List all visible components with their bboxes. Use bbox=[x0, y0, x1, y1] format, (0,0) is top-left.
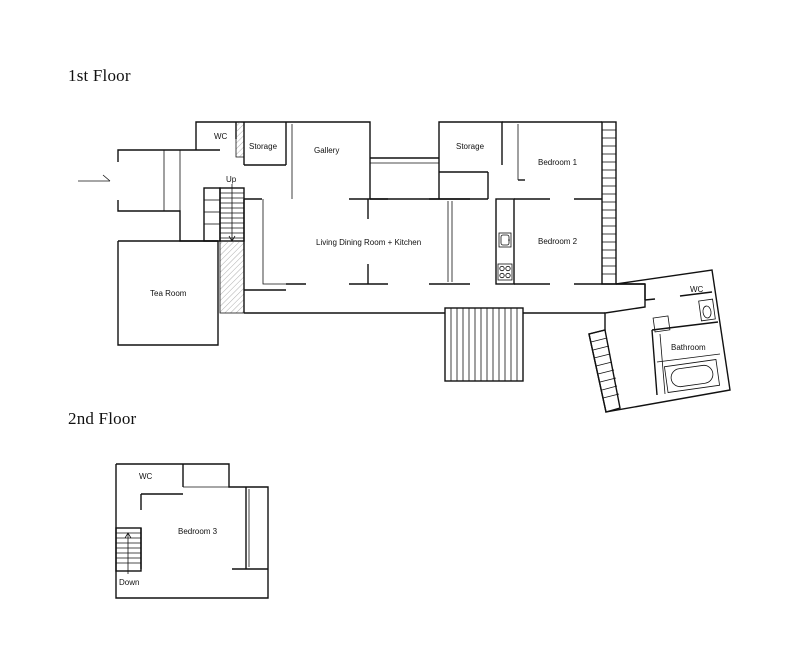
wc-label: WC bbox=[214, 132, 228, 141]
main-stair bbox=[203, 187, 245, 314]
first-floor-title: 1st Floor bbox=[68, 66, 131, 85]
tea-room-label: Tea Room bbox=[150, 289, 187, 298]
bathroom-label: Bathroom bbox=[671, 343, 706, 352]
gallery-label: Gallery bbox=[314, 146, 339, 155]
tea-room bbox=[117, 240, 219, 346]
kitchen-counter bbox=[495, 198, 515, 285]
entrance-arrow-icon bbox=[78, 174, 111, 182]
stove-icon bbox=[497, 263, 513, 281]
storage-left-label: Storage bbox=[249, 142, 278, 151]
bedroom-1-label: Bedroom 1 bbox=[538, 158, 578, 167]
washbasin-icon bbox=[652, 315, 671, 333]
bedroom-3-label: Bedroom 3 bbox=[178, 527, 218, 536]
toilet-icon bbox=[698, 298, 716, 322]
upper-stair bbox=[115, 527, 142, 572]
entrance-vestibule bbox=[117, 149, 218, 242]
storage-right-room bbox=[438, 121, 503, 199]
storage-right-label: Storage bbox=[456, 142, 485, 151]
upper-wc-label: WC bbox=[139, 472, 153, 481]
north-block bbox=[195, 121, 371, 199]
east-stair bbox=[588, 329, 621, 413]
up-label: Up bbox=[226, 175, 237, 184]
east-wing bbox=[588, 269, 731, 413]
first-floor-plan: WC Storage Gallery Storage Bedroom 1 Up … bbox=[78, 121, 731, 413]
bedroom-2-label: Bedroom 2 bbox=[538, 237, 578, 246]
corridor bbox=[370, 157, 488, 200]
living-label: Living Dining Room + Kitchen bbox=[316, 238, 421, 247]
second-floor-plan: WC Bedroom 3 Down bbox=[115, 463, 269, 599]
second-floor-title: 2nd Floor bbox=[68, 409, 137, 428]
south-deck bbox=[444, 307, 524, 382]
wc-east-label: WC bbox=[690, 285, 704, 294]
stair-down-arrow-icon bbox=[124, 532, 132, 574]
stair-up-arrow-icon bbox=[228, 184, 236, 242]
living-room bbox=[244, 198, 645, 314]
bedroom-1-room bbox=[502, 121, 602, 200]
down-label: Down bbox=[119, 578, 139, 587]
east-window-strip bbox=[601, 121, 617, 285]
sink-icon bbox=[498, 232, 512, 248]
bathtub-icon bbox=[663, 359, 721, 393]
